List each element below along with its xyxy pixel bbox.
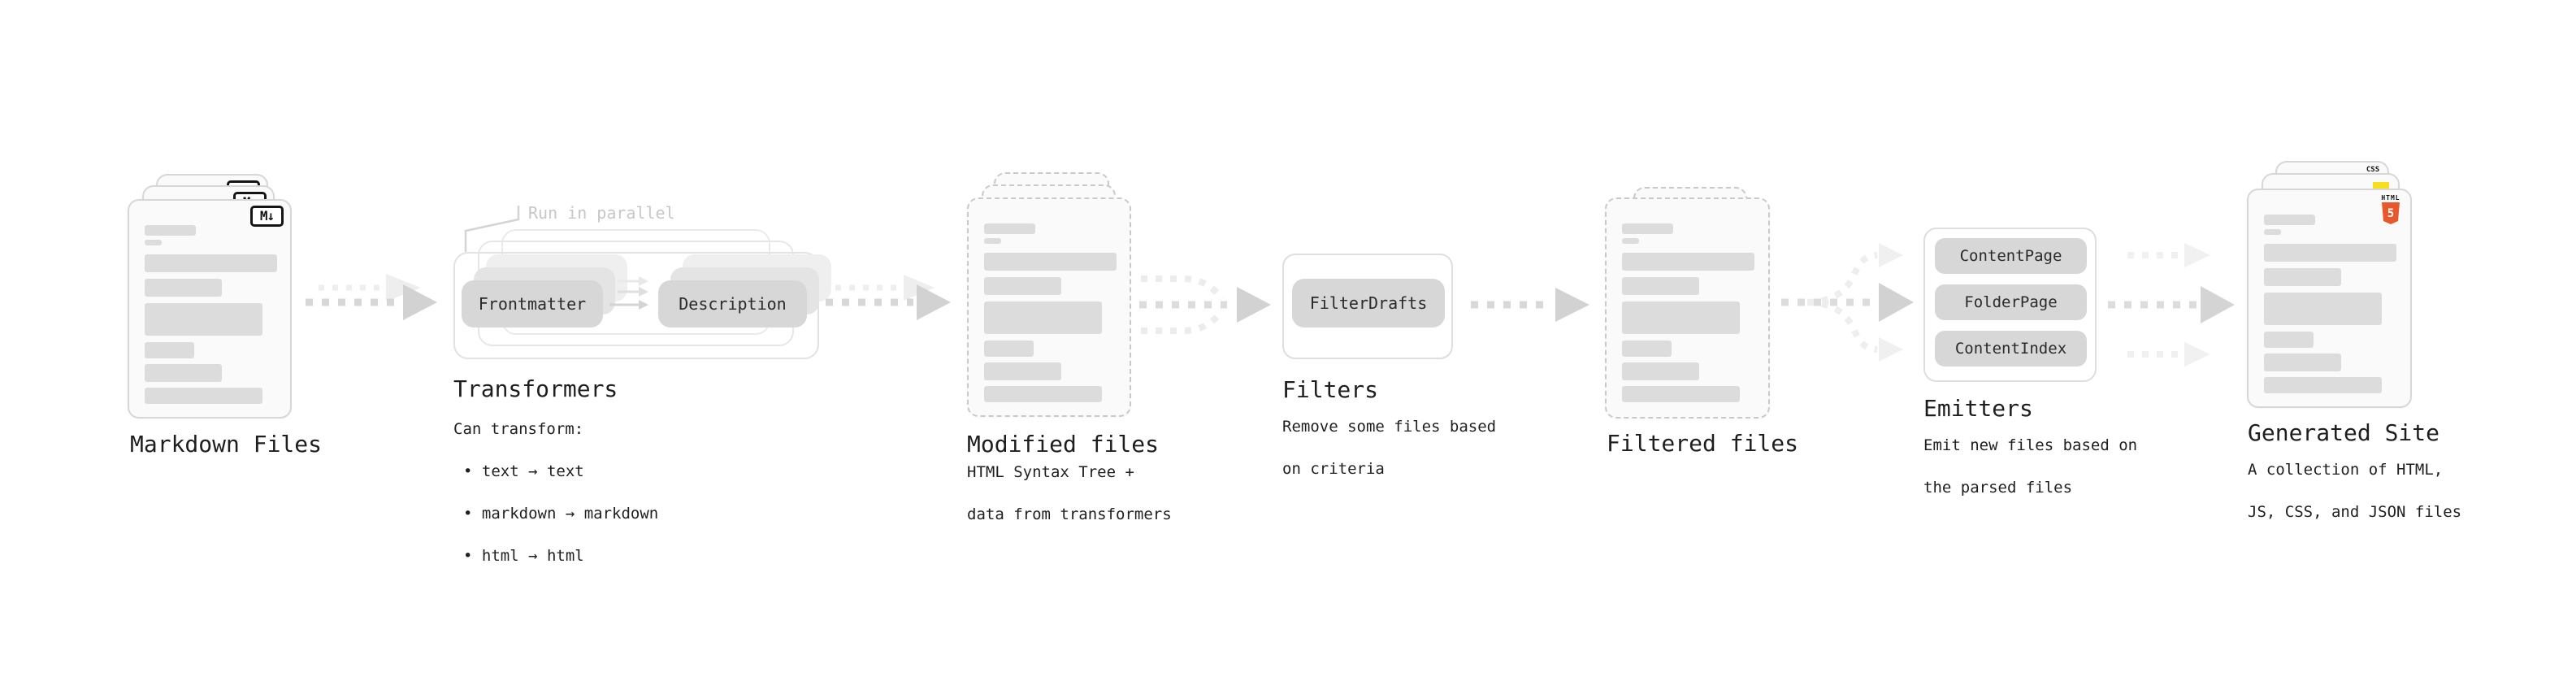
arrow-filtered-to-emitters [1781,243,1914,362]
html5-badge-label: HTML [2381,194,2400,202]
css-badge-label: CSS [2366,166,2380,174]
filtered-file-card-front [1605,197,1770,419]
placeholder-bar [2264,268,2341,286]
run-in-parallel-label: Run in parallel [528,203,675,223]
description-line: Remove some files based [1282,418,1497,436]
modified-files-description: HTML Syntax Tree + data from transformer… [967,462,1172,525]
placeholder-bar [984,253,1117,271]
bullet-item: • markdown → markdown [463,505,659,523]
placeholder-bar [145,240,162,245]
description-line: Emit new files based on [1923,436,2138,454]
arrow-filters-to-filtered [1471,288,1589,322]
description-line: HTML Syntax Tree + [967,463,1134,481]
stage-title-emitters: Emitters [1923,395,2033,422]
bullet-item: • text → text [463,462,584,480]
description-line: on criteria [1282,460,1385,478]
markdown-file-card-front: M↓ [128,199,292,419]
js-file-icon [2373,182,2389,191]
html5-shield: 5 [2382,202,2400,224]
emitter-pill-folderpage: FolderPage [1935,284,2087,320]
placeholder-bar [984,301,1102,334]
can-transform-heading: Can transform: [453,420,584,438]
transformer-pill-frontmatter: Frontmatter [462,280,603,327]
placeholder-bar [984,238,1001,244]
stage-title-modified-files: Modified files [967,431,1160,458]
placeholder-bar [984,340,1034,357]
arrow-markdown-to-transformers [306,274,437,320]
transformer-pill-description: Description [658,280,807,327]
generated-file-card-html: HTML 5 [2247,189,2412,408]
bullet-item: • html → html [463,547,584,565]
placeholder-bar [1622,362,1699,380]
svg-text:5: 5 [2387,207,2394,220]
description-line: A collection of HTML, [2248,461,2444,479]
placeholder-bar [984,362,1061,380]
stage-title-filtered-files: Filtered files [1607,430,1799,457]
placeholder-bar [1622,386,1740,402]
placeholder-bar [145,225,196,236]
filter-pill-filterdrafts: FilterDrafts [1292,279,1445,327]
description-line: data from transformers [967,505,1172,523]
placeholder-bar [145,342,194,358]
parallel-flow-arrows-icon [609,276,648,310]
placeholder-bar [1622,223,1673,234]
stage-title-transformers: Transformers [453,375,618,402]
placeholder-bar [984,277,1061,295]
placeholder-bar [1622,301,1740,334]
placeholder-bar [2264,332,2314,348]
stage-title-markdown-files: Markdown Files [130,431,323,458]
description-line: JS, CSS, and JSON files [2248,503,2462,521]
filters-description: Remove some files based on criteria [1282,416,1496,479]
placeholder-bar [145,254,277,272]
placeholder-bar [2264,293,2382,325]
placeholder-bar [984,223,1035,234]
placeholder-bar [1622,277,1699,295]
arrow-modified-to-filters [1139,275,1271,334]
stage-title-filters: Filters [1282,376,1379,403]
placeholder-bar [2264,354,2341,371]
arrow-transformers-to-modified [826,275,951,320]
emitter-pill-contentpage: ContentPage [1935,238,2087,274]
placeholder-bar [145,303,262,336]
placeholder-bar [2264,377,2382,393]
generated-site-description: A collection of HTML, JS, CSS, and JSON … [2248,459,2461,523]
stage-title-generated-site: Generated Site [2248,419,2440,446]
description-line: the parsed files [1923,479,2073,497]
placeholder-bar [2264,229,2281,235]
transformers-description: Can transform: • text → text • markdown … [453,419,658,566]
arrow-emitters-to-generated [2108,243,2235,367]
placeholder-bar [1622,253,1754,271]
placeholder-bar [145,388,262,404]
placeholder-bar [984,386,1102,402]
emitters-description: Emit new files based on the parsed files [1923,435,2137,498]
placeholder-bar [145,279,222,297]
emitter-pill-contentindex: ContentIndex [1935,331,2087,367]
placeholder-bar [2264,244,2396,262]
placeholder-bar [1622,340,1672,357]
html5-icon: HTML 5 [2381,194,2400,224]
placeholder-bar [2264,215,2315,225]
placeholder-bar [1622,238,1639,244]
modified-file-card-front [967,197,1131,417]
parallel-callout-line [464,206,520,252]
markdown-icon: M↓ [250,206,284,227]
placeholder-bar [145,364,222,382]
